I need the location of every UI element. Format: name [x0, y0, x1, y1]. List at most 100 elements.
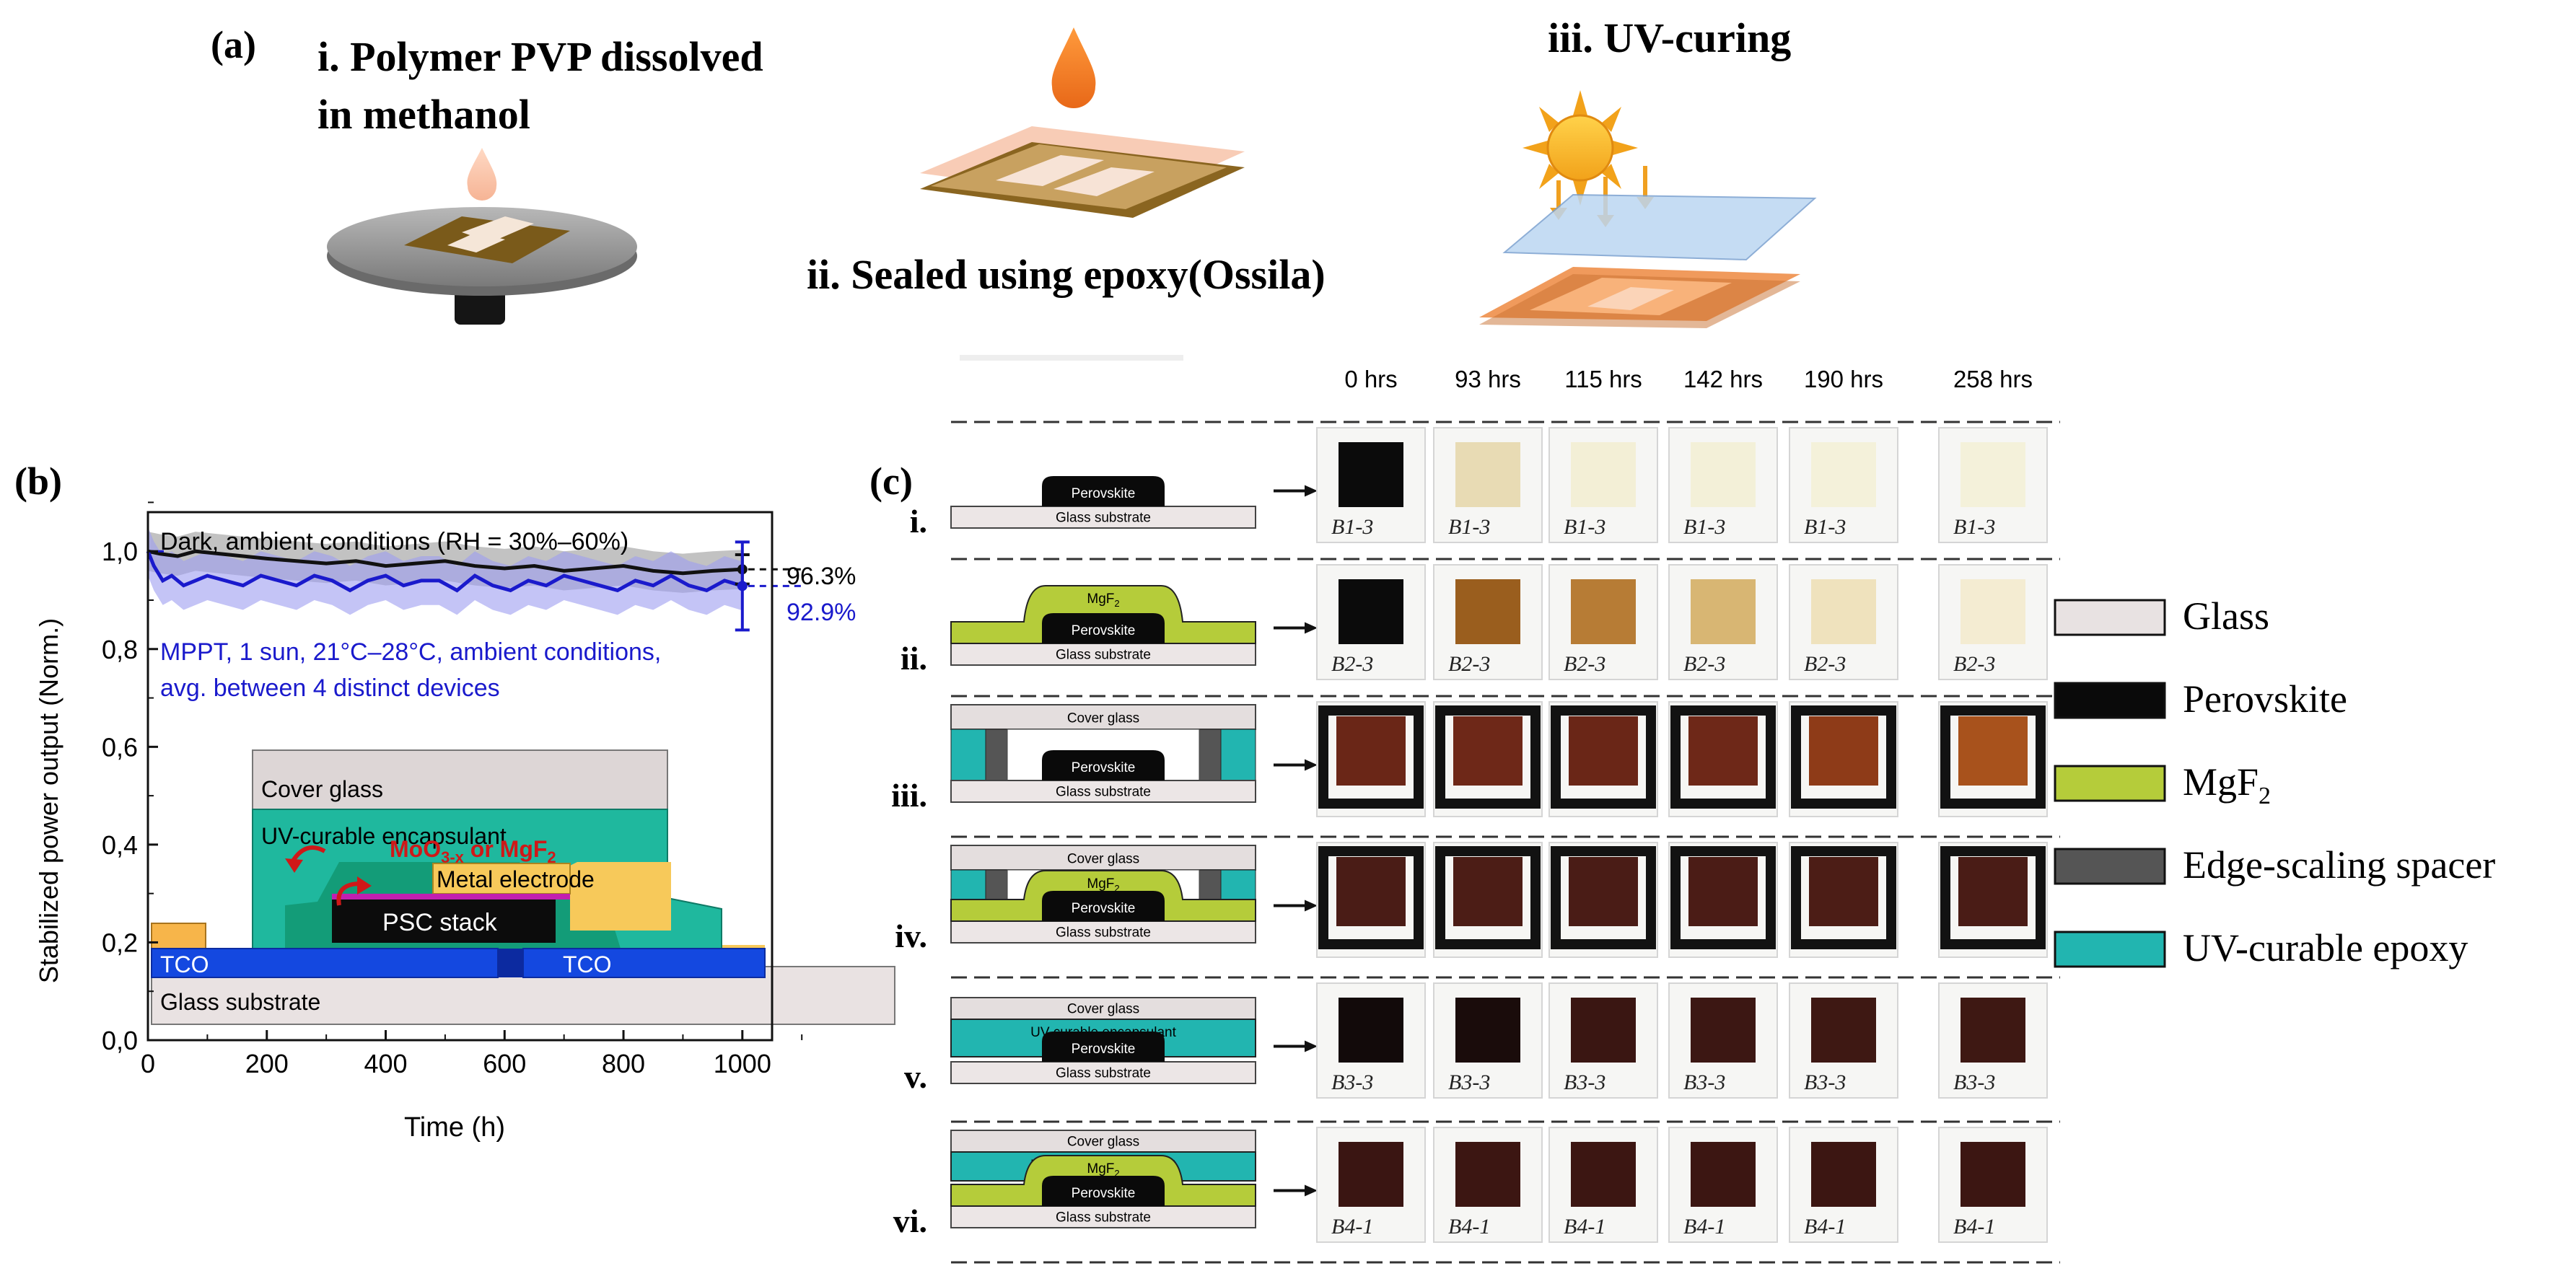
sample-seal-frame — [1551, 846, 1656, 949]
schematic-mgf2-label: MgF2 — [1087, 876, 1119, 894]
series-line-0 — [147, 549, 742, 576]
schematic-glass-label: Glass substrate — [1056, 648, 1151, 663]
legend-label-0: Glass — [2183, 594, 2269, 638]
schematic-perovskite-label: Perovskite — [1072, 760, 1136, 775]
sample-seal-frame — [1551, 705, 1656, 809]
stack-tco-right-label: TCO — [563, 951, 612, 977]
sample-swatch — [1958, 857, 2028, 926]
stack-metal-pad — [570, 862, 671, 931]
sample-id-label: B2-3 — [1953, 652, 1995, 676]
y-tick-label-1: 0,2 — [102, 928, 138, 957]
row-numeral-5: vi. — [893, 1202, 927, 1239]
row-arrowhead-0 — [1305, 485, 1318, 497]
sample-swatch — [1811, 442, 1876, 507]
sample-seal-frame — [1435, 705, 1541, 809]
sample-swatch — [1455, 1142, 1520, 1207]
sample-swatch — [1688, 716, 1758, 786]
sample-id-label: B2-3 — [1564, 652, 1605, 676]
sample-id-label: B4-1 — [1448, 1215, 1490, 1239]
x-tick-label-0: 0 — [141, 1049, 155, 1078]
sample-id-label: B1-3 — [1448, 515, 1490, 539]
sample-swatch — [1455, 442, 1520, 507]
sample-swatch — [1339, 442, 1403, 507]
schematic-perovskite-label: Perovskite — [1072, 901, 1136, 916]
sample-seal-frame — [1791, 705, 1896, 809]
sample-seal-frame — [1318, 705, 1424, 809]
sample-id-label: B4-1 — [1683, 1215, 1725, 1239]
step2-title: ii. Sealed using epoxy(Ossila) — [807, 251, 1326, 298]
uv-curing-icon — [1479, 90, 1817, 328]
sample-swatch — [1811, 579, 1876, 644]
x-tick-label-2: 400 — [364, 1049, 407, 1078]
sample-swatch — [1571, 579, 1636, 644]
stack-tco-right — [522, 948, 766, 978]
sample-swatch — [1336, 716, 1406, 786]
schematic-glass-label: Glass substrate — [1056, 1210, 1151, 1226]
sample-swatch — [1961, 442, 2025, 507]
sample-swatch — [1691, 579, 1756, 644]
schematic-glass-layer — [950, 780, 1256, 803]
schematic-perovskite-label: Perovskite — [1072, 486, 1136, 501]
sample-id-label: B1-3 — [1564, 515, 1605, 539]
panel-b: (b) Stabilized power output (Norm.) Time… — [14, 459, 895, 1143]
mppt-annotation-line1: MPPT, 1 sun, 21°C–28°C, ambient conditio… — [160, 638, 661, 666]
schematic-perovskite-layer — [1042, 1176, 1165, 1206]
sample-seal-frame — [1318, 846, 1424, 949]
row-numeral-2: iii. — [891, 777, 927, 814]
panel-b-label: (b) — [14, 459, 62, 503]
end-point-1 — [737, 581, 748, 591]
x-axis-label: Time (h) — [404, 1112, 505, 1143]
stack-psc-label: PSC stack — [382, 909, 498, 936]
stack-tco-left — [151, 948, 499, 978]
stack-tco-left-label: TCO — [160, 951, 209, 977]
schematic-mgf2-label: MgF2 — [1087, 1161, 1119, 1179]
sample-swatch — [1571, 1142, 1636, 1207]
y-tick-label-3: 0,6 — [102, 732, 138, 762]
sample-swatch — [1571, 998, 1636, 1063]
panel-a: (a) i. Polymer PVP dissolved in methanol… — [211, 14, 1817, 361]
schematic-cover-label: Cover glass — [1067, 711, 1139, 726]
schematic-glass-layer — [950, 506, 1256, 529]
arrow-right-icon — [336, 881, 362, 906]
sample-seal-frame — [1791, 846, 1896, 949]
legend-label-2: MgF2 — [2183, 760, 2271, 809]
schematic-perovskite-layer — [1042, 750, 1165, 780]
sample-id-label: B1-3 — [1331, 515, 1373, 539]
sample-id-label: B1-3 — [1953, 515, 1995, 539]
legend-swatch-0 — [2054, 599, 2166, 636]
sealed-device-icon — [920, 27, 1245, 218]
legend-swatch-2 — [2054, 765, 2166, 802]
schematic-perovskite-label: Perovskite — [1072, 623, 1136, 638]
sample-swatch — [1811, 998, 1876, 1063]
row-arrowhead-3 — [1305, 900, 1318, 912]
sample-id-label: B2-3 — [1331, 652, 1373, 676]
sample-seal-frame — [1670, 846, 1776, 949]
sample-id-label: B3-3 — [1683, 1070, 1725, 1094]
y-tick-label-2: 0,4 — [102, 830, 138, 860]
sample-swatch — [1339, 998, 1403, 1063]
sample-id-label: B2-3 — [1804, 652, 1846, 676]
stack-encapsulant-label: UV-curable encapsulant — [261, 823, 507, 849]
row-arrowhead-4 — [1305, 1040, 1318, 1052]
dark-annotation: Dark, ambient conditions (RH = 30%–60%) — [160, 528, 628, 555]
sample-swatch — [1809, 857, 1878, 926]
sample-swatch — [1961, 579, 2025, 644]
y-tick-label-5: 1,0 — [102, 537, 138, 566]
sample-id-label: B4-1 — [1953, 1215, 1995, 1239]
spin-coater-icon — [327, 148, 637, 325]
sample-id-label: B3-3 — [1448, 1070, 1490, 1094]
schematic-cover-label: Cover glass — [1067, 851, 1139, 866]
schematic-cover-glass — [950, 845, 1256, 871]
schematic-glass-layer — [950, 643, 1256, 666]
x-tick-label-3: 600 — [483, 1049, 526, 1078]
sample-seal-frame — [1940, 846, 2046, 949]
sample-id-label: B4-1 — [1564, 1215, 1605, 1239]
sample-swatch — [1569, 716, 1638, 786]
sample-swatch — [1453, 716, 1523, 786]
schematic-cover-glass — [950, 704, 1256, 730]
legend-swatch-1 — [2054, 682, 2166, 719]
